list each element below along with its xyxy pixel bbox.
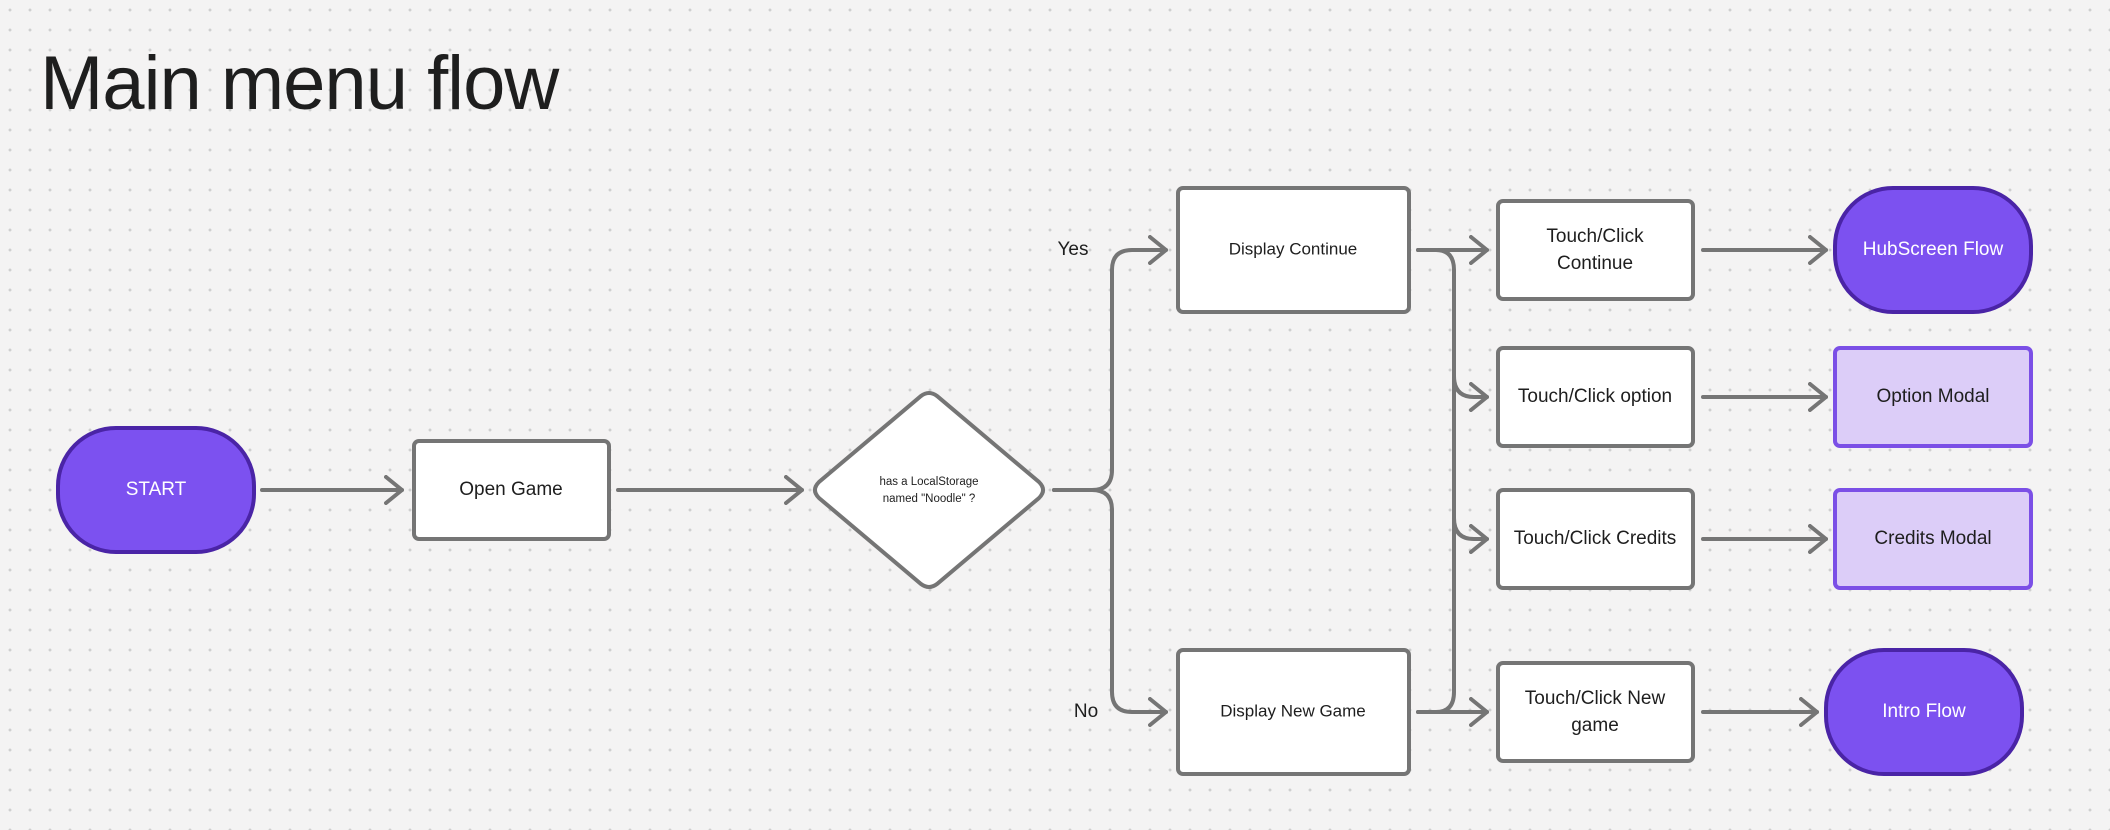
node-decision[interactable]: has a LocalStorage named "Noodle" ? <box>813 391 1045 589</box>
hubscreen-flow-label: HubScreen Flow <box>1863 239 2004 260</box>
node-display-new-game[interactable]: Display New Game <box>1176 648 1411 776</box>
touch-continue-box <box>1496 199 1695 301</box>
start-terminal-shape <box>56 426 256 554</box>
display-continue-label: Display Continue <box>1229 239 1358 258</box>
touch-continue-label-line-2: Continue <box>1557 253 1633 274</box>
start-label: START <box>126 479 187 500</box>
decision-label-line-1: has a LocalStorage <box>879 476 978 488</box>
touch-new-game-label-line-2: game <box>1571 715 1619 736</box>
hubscreen-flow-terminal-shape <box>1833 186 2033 314</box>
node-touch-option[interactable]: Touch/Click option <box>1496 346 1695 448</box>
open-game-label: Open Game <box>459 479 563 500</box>
edge-bus-to-touch-credits <box>1452 516 1489 554</box>
decision-diamond <box>813 391 1045 589</box>
node-touch-continue[interactable]: Touch/Click Continue <box>1496 199 1695 301</box>
credits-modal-box <box>1833 488 2033 590</box>
decision-label-line-2: named "Noodle" ? <box>883 493 976 505</box>
node-hubscreen-flow[interactable]: HubScreen Flow <box>1833 186 2033 314</box>
display-new-game-label: Display New Game <box>1220 701 1366 720</box>
intro-flow-terminal-shape <box>1824 648 2024 776</box>
touch-option-box <box>1496 346 1695 448</box>
touch-new-game-label-line-1: Touch/Click New <box>1525 688 1666 709</box>
node-open-game[interactable]: Open Game <box>412 439 611 541</box>
connectors <box>260 235 1828 727</box>
credits-modal-label: Credits Modal <box>1874 528 1991 549</box>
touch-new-game-box <box>1496 661 1695 763</box>
edge-decision-yes <box>1052 235 1168 492</box>
node-display-continue[interactable]: Display Continue <box>1176 186 1411 314</box>
display-new-game-box <box>1176 648 1411 776</box>
branch-label-no: No <box>1074 701 1098 722</box>
touch-credits-box <box>1496 488 1695 590</box>
page-title: Main menu flow <box>40 41 559 126</box>
node-intro-flow[interactable]: Intro Flow <box>1824 648 2024 776</box>
branch-label-yes: Yes <box>1058 239 1089 260</box>
edge-decision-no <box>1052 488 1168 727</box>
edge-bus-to-touch-option <box>1452 374 1489 412</box>
node-credits-modal[interactable]: Credits Modal <box>1833 488 2033 590</box>
node-start[interactable]: START <box>56 426 256 554</box>
node-touch-credits[interactable]: Touch/Click Credits <box>1496 488 1695 590</box>
touch-continue-label-line-1: Touch/Click <box>1546 226 1644 247</box>
node-touch-new-game[interactable]: Touch/Click New game <box>1496 661 1695 763</box>
touch-credits-label: Touch/Click Credits <box>1514 528 1677 549</box>
touch-option-label: Touch/Click option <box>1518 386 1672 407</box>
option-modal-label: Option Modal <box>1876 386 1989 407</box>
intro-flow-label: Intro Flow <box>1882 701 1966 722</box>
node-option-modal[interactable]: Option Modal <box>1833 346 2033 448</box>
option-modal-box <box>1833 346 2033 448</box>
edge-continue-bus <box>1416 248 1456 714</box>
open-game-box <box>412 439 611 541</box>
display-continue-box <box>1176 186 1411 314</box>
